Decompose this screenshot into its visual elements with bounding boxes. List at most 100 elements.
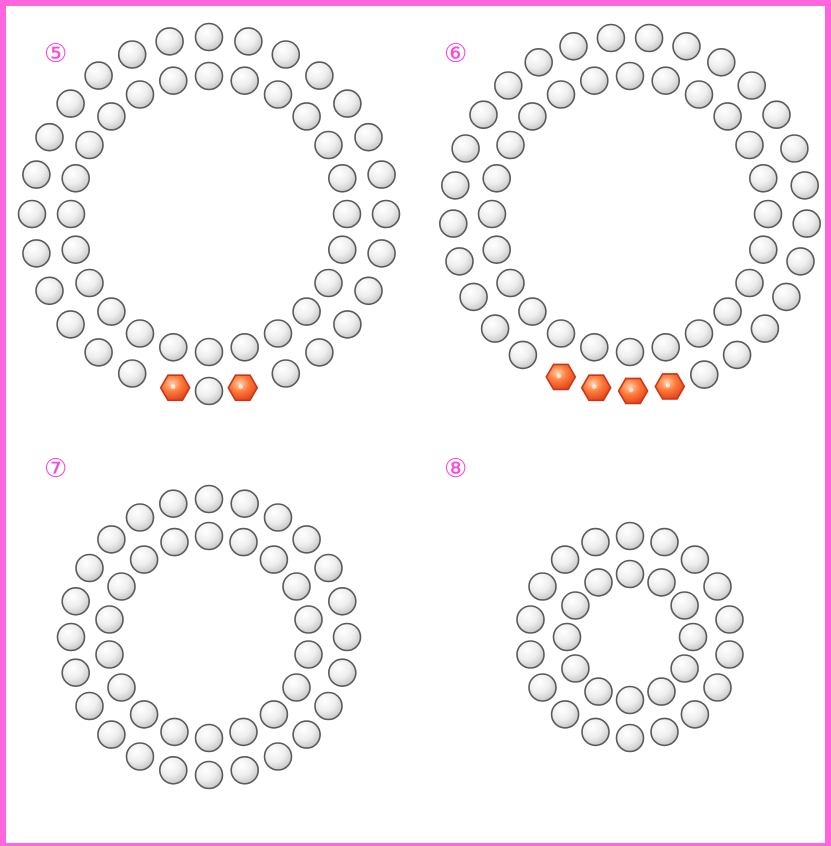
panel-8-outer-bead — [704, 674, 731, 701]
panel-6-outer-bead — [724, 341, 751, 368]
panel-7-outer-bead — [315, 693, 342, 720]
panel-6-inner-bead — [548, 81, 575, 108]
panel-7-inner-bead — [283, 674, 310, 701]
panel-8-inner-bead — [585, 569, 612, 596]
panel-6-inner-bead — [581, 67, 608, 94]
panel-7-outer-bead — [293, 721, 320, 748]
panel-8-inner-bead — [648, 678, 675, 705]
panel-5-accent-hexagon-bead-highlight — [171, 385, 175, 389]
panel-6-outer-bead — [708, 49, 735, 76]
panel-6-outer-bead — [452, 135, 479, 162]
panel-7-inner-bead — [131, 546, 158, 573]
panel-8-inner-bead — [617, 687, 644, 714]
panel-7-inner-bead — [260, 546, 287, 573]
panel-label-5: ⑤ — [44, 39, 67, 69]
panel-7-outer-bead — [58, 624, 85, 651]
panel-8-outer-bead — [517, 641, 544, 668]
panel-8-outer-bead — [704, 573, 731, 600]
panel-5-outer-bead — [23, 161, 50, 188]
panel-8-outer-bead — [681, 701, 708, 728]
panel-7-inner-bead — [161, 718, 188, 745]
panel-7-outer-bead — [76, 693, 103, 720]
panel-5-outer-bead — [36, 124, 63, 151]
panel-7-outer-bead — [160, 490, 187, 517]
panel-5-outer-bead — [235, 28, 262, 55]
panel-5-outer-bead — [196, 24, 223, 51]
bead-ring-panel-6 — [440, 25, 820, 404]
panel-8-outer-bead — [529, 674, 556, 701]
panel-6-inner-bead — [736, 270, 763, 297]
panel-6-inner-bead — [714, 103, 741, 130]
panel-5-inner-bead — [315, 270, 342, 297]
panel-5-outer-bead — [57, 90, 84, 117]
panel-5-inner-bead — [127, 320, 154, 347]
panel-6-inner-bead — [479, 201, 506, 228]
panel-5-inner-bead — [58, 201, 85, 228]
panel-5-inner-bead — [160, 334, 187, 361]
panel-6-inner-bead — [686, 320, 713, 347]
panel-7-inner-bead — [96, 641, 123, 668]
panel-8-outer-bead — [716, 641, 743, 668]
panel-6-outer-bead — [560, 33, 587, 60]
panel-8-outer-bead — [517, 606, 544, 633]
panel-5-outer-bead — [119, 41, 146, 68]
panel-8-outer-bead — [617, 725, 644, 752]
panel-7-inner-bead — [131, 701, 158, 728]
panel-8-outer-bead — [582, 529, 609, 556]
panel-6-inner-bead — [750, 236, 777, 263]
panel-8-inner-bead — [617, 561, 644, 588]
panel-7-inner-bead — [196, 523, 223, 550]
panel-8-outer-bead — [681, 546, 708, 573]
panel-7-outer-bead — [62, 588, 89, 615]
panel-5-outer-bead — [23, 240, 50, 267]
panel-6-inner-bead — [497, 270, 524, 297]
panel-5-outer-bead — [19, 201, 46, 228]
panel-5-inner-bead — [329, 165, 356, 192]
panel-7-inner-bead — [108, 573, 135, 600]
panel-5-inner-bead — [62, 165, 89, 192]
panel-5-inner-bead — [293, 298, 320, 325]
panel-6-inner-bead — [497, 132, 524, 159]
panel-8-outer-bead — [651, 718, 678, 745]
panel-6-outer-bead — [791, 172, 818, 199]
panel-5-outer-bead — [85, 62, 112, 89]
panel-6-accent-hexagon-bead — [655, 374, 684, 399]
panel-5-outer-bead — [306, 62, 333, 89]
panel-6-outer-bead — [440, 210, 467, 237]
panel-8-outer-bead — [552, 546, 579, 573]
panel-6-accent-hexagon-bead-highlight — [592, 385, 596, 389]
bead-ring-panel-7 — [58, 486, 361, 789]
panel-8-inner-bead — [648, 569, 675, 596]
panel-5-inner-bead — [231, 67, 258, 94]
panel-5-inner-bead — [76, 270, 103, 297]
panel-5-inner-bead — [265, 81, 292, 108]
panel-7-outer-bead — [62, 659, 89, 686]
panel-6-inner-bead — [483, 236, 510, 263]
panel-5-outer-bead — [368, 240, 395, 267]
panel-6-outer-bead — [751, 315, 778, 342]
panel-label-7: ⑦ — [44, 454, 67, 484]
panel-5-inner-bead — [293, 103, 320, 130]
panel-7-inner-bead — [230, 529, 257, 556]
panel-8-outer-bead — [529, 573, 556, 600]
panel-7-inner-bead — [260, 701, 287, 728]
panel-6-outer-bead — [460, 283, 487, 310]
panel-5-inner-bead — [127, 81, 154, 108]
panel-5-outer-bead — [57, 311, 84, 338]
panel-6-outer-bead — [787, 248, 814, 275]
panel-5-outer-bead — [373, 201, 400, 228]
panel-7-outer-bead — [265, 743, 292, 770]
panel-6-accent-hexagon-bead — [546, 364, 575, 389]
panel-6-outer-bead — [446, 248, 473, 275]
panel-6-inner-bead — [617, 339, 644, 366]
panel-6-accent-hexagon-bead — [619, 378, 648, 403]
panel-5-inner-bead — [196, 339, 223, 366]
panel-7-outer-bead — [98, 721, 125, 748]
panel-6-outer-bead — [495, 72, 522, 99]
panel-8-inner-bead — [562, 592, 589, 619]
panel-6-inner-bead — [714, 298, 741, 325]
panel-6-inner-bead — [750, 165, 777, 192]
panel-5-outer-bead — [368, 161, 395, 188]
panel-5-inner-bead — [196, 63, 223, 90]
